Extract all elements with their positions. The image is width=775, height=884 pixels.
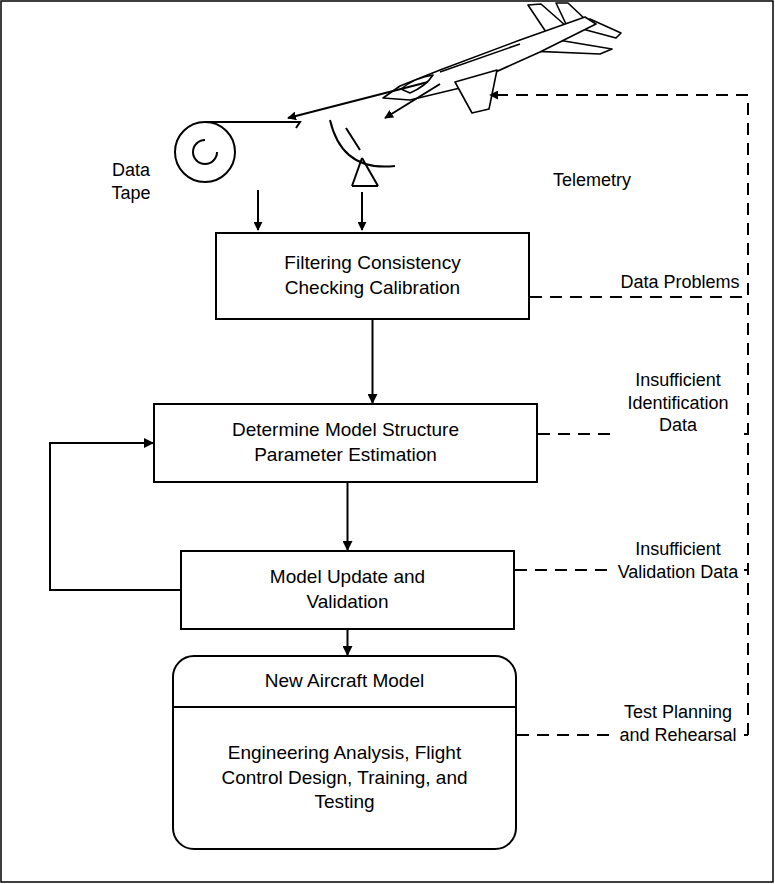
process-box: Model Update and Validation [180,550,515,630]
flow-arrow [347,630,349,655]
box-heading: New Aircraft Model [174,657,515,708]
box-body: Determine Model Structure Parameter Esti… [155,405,536,481]
data-arrow [257,190,259,230]
box-title: New Aircraft Model [265,669,424,694]
feedback-label: Test Planning and Rehearsal [612,700,744,747]
box-text: Filtering Consistency Checking Calibrati… [258,251,488,300]
box-body: Filtering Consistency Checking Calibrati… [217,234,528,318]
process-box: Filtering Consistency Checking Calibrati… [215,232,530,320]
box-text: Model Update and Validation [263,565,433,614]
data-arrow [361,192,363,230]
icon-label: Data Tape [98,158,164,205]
result-box: New Aircraft ModelEngineering Analysis, … [172,655,517,850]
process-box: Determine Model Structure Parameter Esti… [153,403,538,483]
box-text: Determine Model Structure Parameter Esti… [206,418,486,467]
feedback-label: Data Problems [618,270,742,295]
telemetry-dish-icon [330,120,395,186]
box-text: Engineering Analysis, Flight Control Des… [210,741,480,815]
box-body: Engineering Analysis, Flight Control Des… [174,708,515,848]
box-body: Model Update and Validation [182,552,513,628]
feedback-label: Insufficient Identification Data [612,368,744,438]
data-arrow [385,84,440,118]
icon-label: Telemetry [540,168,644,193]
flow-arrow [347,483,349,550]
flow-arrow [372,320,374,403]
tape-reel-icon [175,122,300,182]
feedback-label: Insufficient Validation Data [612,537,744,584]
data-arrow [288,82,428,118]
